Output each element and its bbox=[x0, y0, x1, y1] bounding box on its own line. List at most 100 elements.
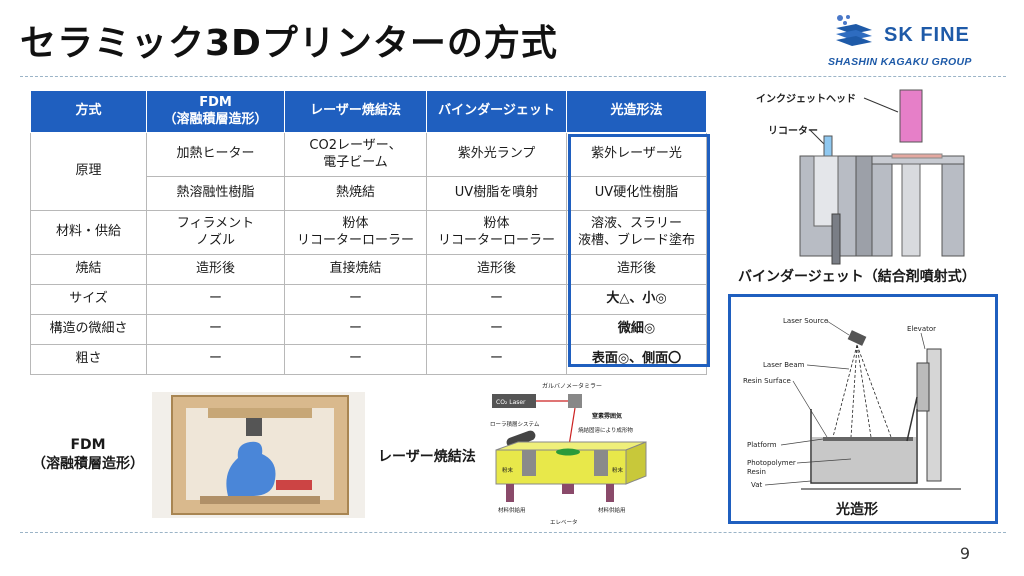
header-fdm-text: FDM （溶融積層造形） bbox=[163, 95, 268, 127]
recoater-leader-line bbox=[809, 129, 825, 145]
table-cell: 熱焼結 bbox=[284, 176, 427, 211]
header-method: 方式 bbox=[30, 90, 147, 133]
elevator-leader bbox=[920, 332, 926, 350]
table-row: サイズ ー ー ー 大△、小◎ bbox=[30, 284, 707, 315]
beam-line-3 bbox=[856, 344, 872, 438]
recoater-shape bbox=[823, 135, 833, 157]
vat-leader bbox=[764, 480, 812, 486]
co2-laser-label: CO₂ Laser bbox=[496, 399, 526, 406]
inkjet-head-label: インクジェットヘッド bbox=[756, 93, 856, 105]
table-cell: 熱溶融性樹脂 bbox=[146, 176, 285, 211]
inkjet-leader-line bbox=[863, 97, 899, 113]
table-cell: ー bbox=[284, 314, 427, 345]
photopolymer-leader bbox=[796, 458, 852, 464]
laser-source-shape bbox=[847, 330, 867, 346]
piston-rod bbox=[901, 163, 921, 257]
table-cell: 直接焼結 bbox=[284, 254, 427, 285]
photopolymer-label: Photopolymer Resin bbox=[747, 459, 798, 476]
header-sla: 光造形法 bbox=[566, 90, 707, 133]
header-method-text: 方式 bbox=[75, 103, 102, 119]
row-label: 焼結 bbox=[30, 254, 147, 285]
table-cell: UV樹脂を噴射 bbox=[426, 176, 567, 211]
build-plate bbox=[200, 496, 320, 504]
table-cell: 紫外光ランプ bbox=[426, 132, 567, 177]
table-cell: 微細◎ bbox=[566, 314, 707, 345]
elevator-label: エレベータ bbox=[550, 518, 578, 526]
top-divider bbox=[20, 76, 1006, 77]
table-cell: ー bbox=[284, 284, 427, 315]
table-row: 熱溶融性樹脂 熱焼結 UV樹脂を噴射 UV硬化性樹脂 bbox=[31, 176, 707, 211]
roller-label: ローラ積層システム bbox=[490, 420, 540, 428]
table-header-row: 方式 FDM （溶融積層造形） レーザー焼結法 バインダージェット 光造形法 bbox=[30, 90, 707, 133]
laser-sintering-label: レーザー焼結法 bbox=[378, 449, 476, 465]
recoater-label: リコーター bbox=[768, 125, 818, 137]
right-wall-right bbox=[941, 163, 965, 257]
logo-group-text: SHASHIN KAGAKU GROUP bbox=[828, 56, 972, 68]
header-binder-text: バインダージェット bbox=[438, 103, 555, 119]
left-piston bbox=[831, 213, 841, 265]
nitrogen-label: 窒素雰囲気 bbox=[592, 412, 622, 420]
inkjet-head-shape bbox=[899, 89, 923, 143]
table-row: 原理 加熱ヒーター CO2レーザー、 電子ビーム 紫外光ランプ 紫外レーザー光 bbox=[30, 132, 707, 211]
table-cell: 造形後 bbox=[146, 254, 285, 285]
elevator-label: Elevator bbox=[907, 325, 936, 333]
platform-arm bbox=[906, 396, 918, 442]
table-cell: 紫外レーザー光 bbox=[566, 132, 707, 177]
platform-shape bbox=[823, 437, 913, 441]
table-cell: 造形後 bbox=[426, 254, 567, 285]
table-cell: 溶液、スラリー 液槽、ブレード塗布 bbox=[566, 210, 707, 255]
header-sla-text: 光造形法 bbox=[610, 103, 663, 119]
table-cell: ー bbox=[426, 314, 567, 345]
header-binder: バインダージェット bbox=[426, 90, 567, 133]
powder-side bbox=[625, 441, 647, 485]
table-row: 粗さ ー ー ー 表面◎、側面〇 bbox=[30, 344, 707, 375]
elevator-bracket bbox=[916, 362, 930, 412]
table-cell: ー bbox=[146, 284, 285, 315]
company-logo: SK FINE SHASHIN KAGAKU GROUP bbox=[826, 12, 1006, 72]
laser-sintering-diagram: ガルバノメータミラー CO₂ Laser 窒素雰囲気 ローラ積層システム 焼結固… bbox=[490, 382, 647, 526]
table-cell: 大△、小◎ bbox=[566, 284, 707, 315]
page-number: 9 bbox=[959, 544, 970, 563]
row-label: 構造の微細さ bbox=[30, 314, 147, 345]
comparison-table: 方式 FDM （溶融積層造形） レーザー焼結法 バインダージェット 光造形法 原… bbox=[30, 90, 707, 375]
table-cell: 粉体 リコーターローラー bbox=[284, 210, 427, 255]
elevator-post bbox=[926, 348, 942, 482]
supply-right-label: 材料供給用 bbox=[598, 506, 626, 514]
sintered-label: 焼結固溶により成形物 bbox=[578, 426, 633, 434]
laser-beam-leader bbox=[806, 364, 850, 370]
binder-jet-caption: バインダージェット（結合剤噴射式） bbox=[738, 269, 976, 285]
sla-caption: 光造形 bbox=[836, 502, 878, 518]
laser-source-label: Laser Source bbox=[783, 317, 828, 325]
beam-line-4 bbox=[856, 344, 892, 438]
beam-line-1 bbox=[832, 344, 858, 438]
beam-line-2 bbox=[850, 344, 858, 438]
printer-gantry bbox=[208, 408, 312, 418]
printed-rabbit bbox=[226, 441, 276, 496]
resin-surface-leader bbox=[792, 380, 828, 438]
table-cell: フィラメント ノズル bbox=[146, 210, 285, 255]
galvano-label: ガルバノメータミラー bbox=[542, 382, 602, 390]
header-laser: レーザー焼結法 bbox=[284, 90, 427, 133]
table-cell: CO2レーザー、 電子ビーム bbox=[284, 132, 427, 177]
vat-label: Vat bbox=[751, 481, 763, 489]
table-row: 構造の微細さ ー ー ー 微細◎ bbox=[30, 314, 707, 345]
logo-mark-icon bbox=[836, 15, 872, 46]
fdm-printer-photo bbox=[152, 392, 365, 518]
sintered-part bbox=[556, 448, 580, 456]
table-cell: 表面◎、側面〇 bbox=[566, 344, 707, 375]
table-cell: 造形後 bbox=[566, 254, 707, 285]
header-laser-text: レーザー焼結法 bbox=[310, 103, 401, 119]
table-cell: ー bbox=[426, 284, 567, 315]
logo-brand-text: SK FINE bbox=[884, 24, 970, 46]
row-label: サイズ bbox=[30, 284, 147, 315]
table-row: 焼結 造形後 直接焼結 造形後 造形後 bbox=[30, 254, 707, 285]
laser-beam-label: Laser Beam bbox=[763, 361, 805, 369]
right-divider bbox=[594, 450, 608, 476]
resin-surface-label: Resin Surface bbox=[743, 377, 791, 385]
galvano-mirror bbox=[568, 394, 582, 408]
row-label: 粗さ bbox=[30, 344, 147, 375]
co2-laser-box bbox=[492, 394, 536, 408]
center-wall bbox=[855, 155, 873, 257]
printed-layer bbox=[891, 153, 943, 159]
print-head bbox=[246, 418, 262, 436]
